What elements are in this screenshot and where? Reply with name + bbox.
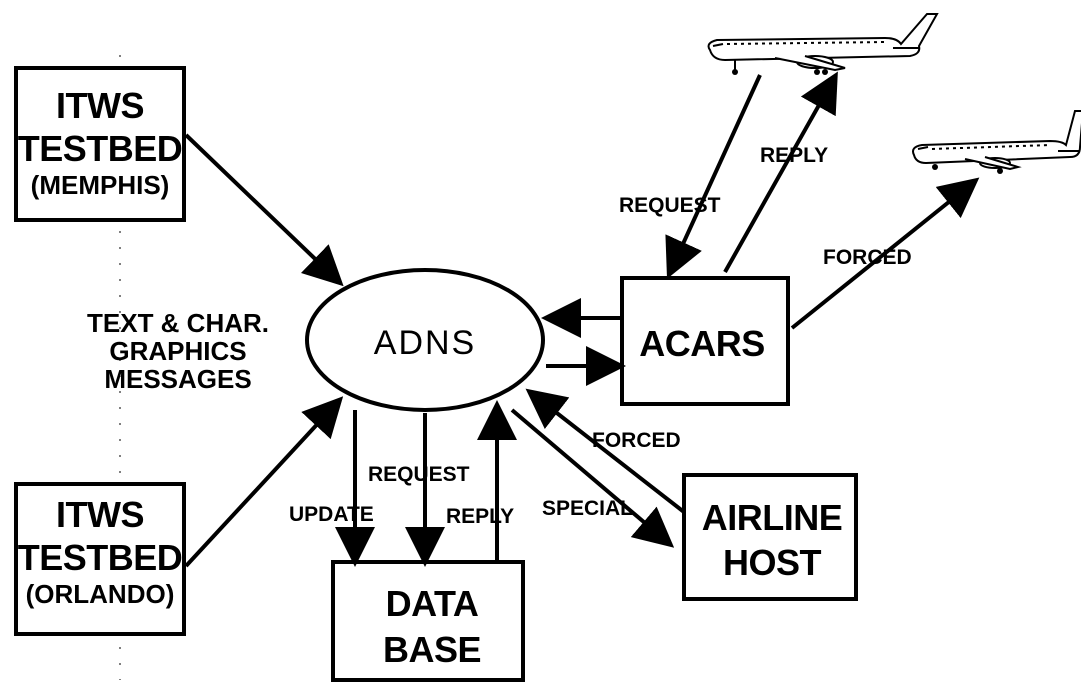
- aircraft-top: [707, 13, 939, 75]
- adns-node: ADNS: [305, 268, 545, 412]
- itws-orlando-box: ITWS TESTBED (ORLANDO): [14, 482, 186, 636]
- database-line2: BASE: [383, 629, 481, 670]
- acars-box: ACARS: [620, 276, 790, 406]
- acars-label: ACARS: [639, 323, 765, 364]
- label-forced-host: FORCED: [592, 429, 681, 452]
- side-note-line3: MESSAGES: [104, 364, 251, 394]
- label-reply-top: REPLY: [760, 144, 828, 167]
- airline-host-line1: AIRLINE: [702, 497, 843, 538]
- orlando-line3: (ORLANDO): [26, 579, 175, 609]
- aircraft-right: [912, 110, 1081, 174]
- label-forced-top: FORCED: [823, 246, 912, 269]
- arrow-reply-acars-aircraft: [723, 71, 838, 273]
- arrow-request-aircraft-acars: [665, 74, 762, 279]
- database-line1: DATA: [386, 583, 479, 624]
- label-request-top: REQUEST: [619, 194, 721, 217]
- side-note: TEXT & CHAR. GRAPHICS MESSAGES: [87, 308, 269, 394]
- arrow-orlando-adns: [184, 396, 344, 568]
- memphis-line1: ITWS: [56, 85, 144, 126]
- memphis-line3: (MEMPHIS): [31, 170, 170, 200]
- airline-host-line2: HOST: [723, 542, 822, 583]
- airline-host-box: AIRLINE HOST: [682, 473, 858, 601]
- database-box: DATA BASE: [331, 560, 525, 682]
- label-update: UPDATE: [289, 503, 374, 526]
- adns-label: ADNS: [374, 324, 476, 362]
- arrow-forced-acars-aircraft: [790, 177, 980, 330]
- side-note-line1: TEXT & CHAR.: [87, 308, 269, 338]
- side-note-line2: GRAPHICS: [109, 336, 246, 366]
- orlando-line2: TESTBED: [18, 537, 183, 578]
- orlando-line1: ITWS: [56, 494, 144, 535]
- arrow-forced-host-adns: [525, 388, 686, 514]
- itws-memphis-box: ITWS TESTBED (MEMPHIS): [14, 66, 186, 222]
- arrow-special-adns-host: [510, 408, 675, 548]
- memphis-line2: TESTBED: [18, 128, 183, 169]
- label-request-db: REQUEST: [368, 463, 470, 486]
- arrow-memphis-adns: [184, 133, 344, 287]
- label-reply-db: REPLY: [446, 505, 514, 528]
- label-special: SPECIAL: [542, 497, 633, 520]
